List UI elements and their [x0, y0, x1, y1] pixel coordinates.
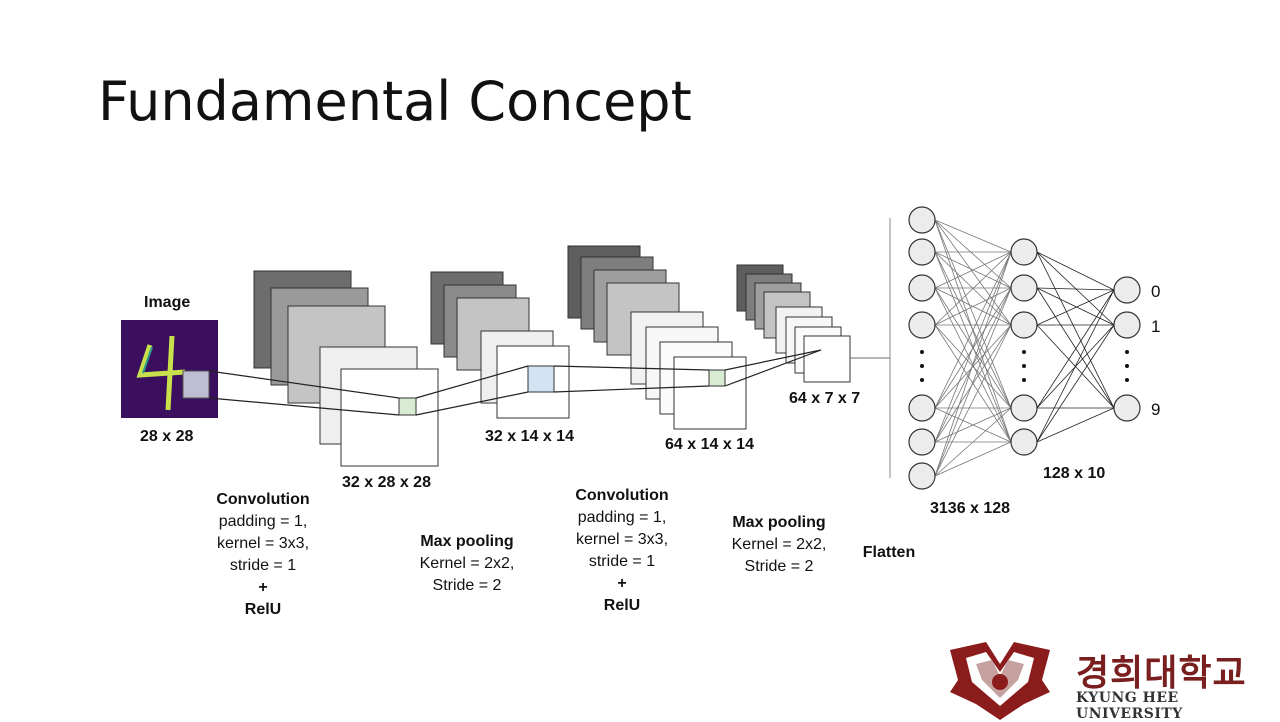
neuron-node: [908, 462, 936, 490]
pool1-description: Max pooling Kernel = 2x2, Stride = 2: [420, 531, 515, 597]
neuron-connection: [934, 251, 1012, 326]
neuron-connection: [934, 219, 1012, 253]
neuron-connection: [934, 251, 1012, 477]
conv2-line: padding = 1,: [577, 509, 667, 526]
neuron-connection: [1036, 287, 1115, 291]
neuron-connection: [934, 251, 1012, 409]
neuron-connection: [1036, 251, 1115, 326]
receptive-field-lines: [208, 349, 822, 416]
neuron-connection: [1036, 289, 1115, 326]
neuron-connection: [1036, 251, 1115, 291]
ellipsis-dots: [920, 350, 1129, 382]
conv2-plus: +: [617, 575, 627, 592]
pool2-size-label: 64 x 7 x 7: [789, 390, 861, 407]
neuron-connection: [934, 287, 1012, 477]
dense-connections: [934, 219, 1115, 477]
pool1-line: Stride = 2: [432, 577, 502, 594]
neuron-connection: [1036, 251, 1115, 409]
slide-title: Fundamental Concept: [98, 70, 692, 133]
conv1-feature-stack: [253, 270, 439, 467]
neuron-connection: [1036, 289, 1115, 443]
neuron-connection: [1036, 324, 1115, 443]
conv1-activation: RelU: [244, 601, 282, 618]
conv2-feature-stack: [567, 245, 747, 430]
conv2-size-label: 64 x 14 x 14: [665, 436, 754, 453]
conv2-line: kernel = 3x3,: [575, 531, 669, 548]
neuron-connection: [934, 407, 1012, 477]
neuron-connection: [1036, 407, 1115, 443]
neuron-connection: [934, 324, 1012, 409]
flatten-title: Flatten: [862, 544, 916, 561]
neuron-connection: [1036, 289, 1115, 409]
neuron-connection: [1036, 287, 1115, 326]
pool2-title: Max pooling: [732, 514, 826, 531]
neuron-connection: [934, 251, 1012, 443]
neuron-node: [1010, 238, 1038, 266]
pool1-title: Max pooling: [420, 533, 514, 550]
neuron-node: [1010, 428, 1038, 456]
neuron-node: [1010, 274, 1038, 302]
pool1-feature-stack: [430, 271, 570, 419]
input-image: [121, 320, 218, 418]
neuron-node: [908, 394, 936, 422]
neuron-node: [908, 206, 936, 234]
output-label-0: 0: [1151, 282, 1161, 301]
conv2-line: stride = 1: [588, 553, 656, 570]
neuron-connection: [934, 407, 1012, 443]
image-label: Image: [144, 294, 191, 311]
conv1-line: stride = 1: [229, 557, 297, 574]
neuron-connection: [934, 324, 1012, 443]
neuron-node: [1010, 394, 1038, 422]
conv2-title: Convolution: [575, 487, 669, 504]
neuron-connection: [934, 219, 1012, 443]
neuron-connection: [934, 219, 1012, 409]
neuron-connection: [934, 287, 1012, 326]
fc2-size-label: 128 x 10: [1043, 465, 1106, 482]
dense-neurons: [908, 206, 1141, 490]
image-size-label: 28 x 28: [140, 428, 194, 445]
university-name-english: KYUNG HEE UNIVERSITY: [1076, 690, 1183, 722]
pool1-size-label: 32 x 14 x 14: [485, 428, 574, 445]
neuron-node: [908, 238, 936, 266]
pool2-feature-stack: [736, 264, 851, 383]
pool2-line: Stride = 2: [744, 558, 814, 575]
neuron-connection: [934, 324, 1012, 477]
neuron-connection: [934, 219, 1012, 289]
output-label-1: 1: [1151, 317, 1161, 336]
conv2-description: Convolution padding = 1, kernel = 3x3, s…: [575, 485, 668, 617]
university-emblem: [950, 642, 1050, 720]
neuron-node: [908, 311, 936, 339]
neuron-connection: [1036, 287, 1115, 409]
neuron-connection: [934, 251, 1012, 289]
conv2-activation: RelU: [603, 597, 641, 614]
pool2-description: Max pooling Kernel = 2x2, Stride = 2: [732, 512, 827, 578]
conv1-description: Convolution padding = 1, kernel = 3x3, s…: [216, 489, 309, 621]
conv1-line: padding = 1,: [218, 513, 308, 530]
conv1-title: Convolution: [216, 491, 310, 508]
pool2-line: Kernel = 2x2,: [731, 536, 827, 553]
neuron-connection: [934, 441, 1012, 477]
conv1-size-label: 32 x 28 x 28: [342, 474, 431, 491]
neuron-node: [1113, 311, 1141, 339]
neuron-node: [908, 428, 936, 456]
neuron-node: [908, 274, 936, 302]
neuron-node: [1010, 311, 1038, 339]
output-label-9: 9: [1151, 400, 1161, 419]
pool1-line: Kernel = 2x2,: [419, 555, 515, 572]
conv1-line: kernel = 3x3,: [216, 535, 310, 552]
conv1-plus: +: [258, 579, 268, 596]
neuron-node: [1113, 394, 1141, 422]
neuron-node: [1113, 276, 1141, 304]
fc1-size-label: 3136 x 128: [930, 500, 1011, 517]
flatten-description: Flatten: [863, 542, 915, 564]
university-name-korean: 경희대학교: [1076, 653, 1247, 694]
